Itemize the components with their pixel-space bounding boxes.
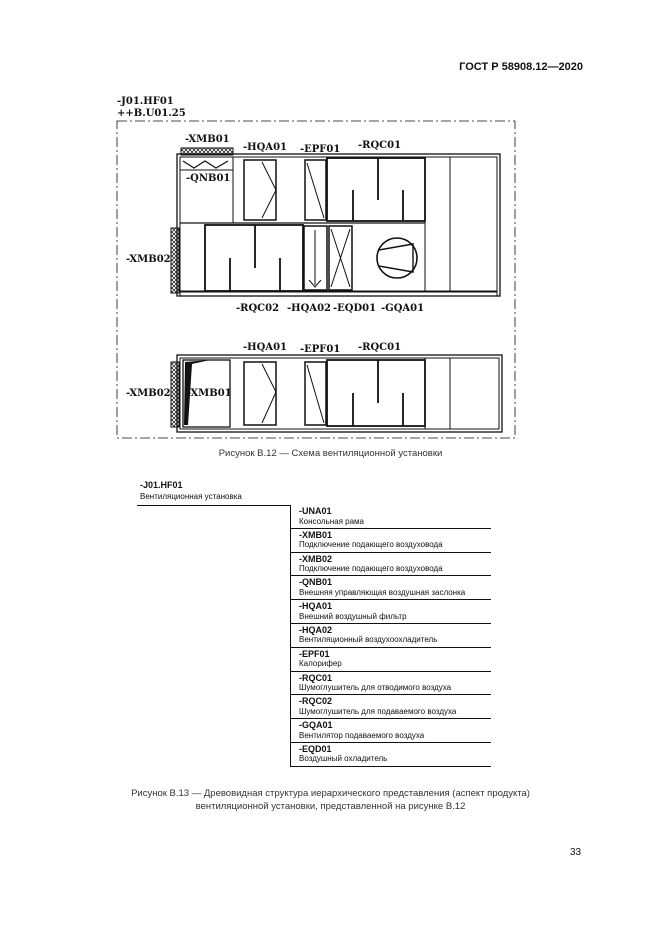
- label-epf01: -EPF01: [300, 144, 340, 155]
- label-xmb01: -XMB01: [185, 134, 230, 145]
- rqc02-silencer: [204, 224, 304, 292]
- label-lower-rqc01: -RQC01: [358, 342, 401, 353]
- xmb01-box: [182, 359, 231, 428]
- tree-root-code: -J01.HF01: [140, 480, 183, 490]
- standard-header: ГОСТ Р 58908.12—2020: [459, 61, 583, 73]
- xmb02-connector: [170, 227, 180, 294]
- tree-root: -J01.HF01 Вентиляционная установка: [140, 480, 242, 502]
- xmb01-connector: [180, 147, 234, 156]
- lower-unit: [170, 354, 503, 433]
- upper-unit: [170, 147, 501, 297]
- figure-b13-caption-line1: Рисунок В.13 — Древовидная структура иер…: [131, 788, 530, 799]
- page-number: 33: [570, 847, 582, 858]
- gqa01-fan: [376, 237, 418, 279]
- hqa01-filter: [243, 159, 277, 221]
- label-rqc01: -RQC01: [358, 140, 401, 151]
- qnb01-damper: [182, 160, 229, 169]
- figure-b13-caption-line2: вентиляционной установки, представленной…: [195, 801, 466, 812]
- label-lower-xmb02: -XMB02: [126, 388, 171, 399]
- epf01-heater: [304, 159, 327, 221]
- label-hqa01: -HQA01: [243, 142, 287, 153]
- label-xmb02: -XMB02: [126, 254, 171, 265]
- tree-root-connector: [137, 505, 290, 506]
- tree-root-name: Вентиляционная установка: [140, 492, 242, 501]
- label-rqc02: -RQC02: [236, 303, 279, 314]
- designation-label: -J01.HF01: [117, 96, 174, 107]
- label-lower-xmb01: -XMB01: [187, 388, 232, 399]
- label-eqd01: -EQD01: [333, 303, 376, 314]
- label-lower-hqa01: -HQA01: [243, 342, 287, 353]
- location-label: ++B.U01.25: [117, 108, 186, 119]
- label-hqa02: -HQA02: [287, 303, 331, 314]
- label-qnb01: -QNB01: [186, 173, 230, 184]
- label-gqa01: -GQA01: [381, 303, 424, 314]
- unit-boundary: [116, 120, 516, 439]
- hqa02-cooler: [303, 225, 328, 291]
- eqd01-cooler: [328, 225, 353, 291]
- rqc01-silencer: [326, 157, 426, 222]
- figure-b12-caption: Рисунок В.12 — Схема вентиляционной уста…: [218, 448, 443, 459]
- label-lower-epf01: -EPF01: [300, 344, 340, 355]
